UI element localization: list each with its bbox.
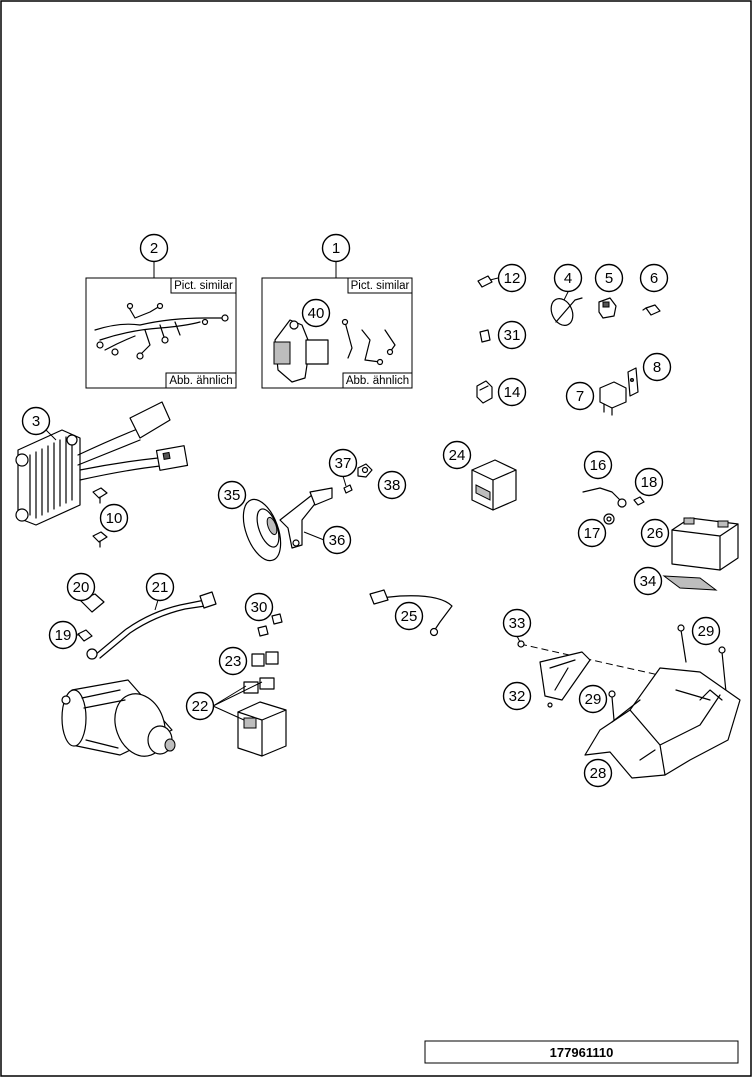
inset-left-note-top: Pict. similar <box>174 280 233 292</box>
svg-text:38: 38 <box>384 477 401 494</box>
callout-31: 31 <box>497 320 527 350</box>
inset-right-note-bottom: Abb. ähnlich <box>346 375 409 387</box>
svg-text:8: 8 <box>653 359 661 376</box>
svg-text:4: 4 <box>564 270 572 287</box>
document-number-box: 177961110 <box>424 1040 739 1064</box>
svg-text:7: 7 <box>576 388 584 405</box>
svg-text:26: 26 <box>647 525 664 542</box>
svg-text:36: 36 <box>329 532 346 549</box>
screw-10 <box>92 487 108 548</box>
document-number: 177961110 <box>550 1045 614 1060</box>
svg-text:19: 19 <box>55 627 72 644</box>
callout-20: 20 <box>66 572 96 602</box>
callout-5: 5 <box>594 263 624 293</box>
callout-26: 26 <box>640 518 670 548</box>
callout-6: 6 <box>639 263 669 293</box>
callout-37: 37 <box>328 448 358 487</box>
svg-text:30: 30 <box>251 599 268 616</box>
callout-2: 2 <box>139 233 169 278</box>
callout-10: 10 <box>99 503 129 533</box>
svg-text:35: 35 <box>224 487 241 504</box>
callout-16: 16 <box>583 450 613 480</box>
callout-1: 1 <box>321 233 351 278</box>
starter-relay-fuses <box>237 613 287 757</box>
inset-right-note-top: Pict. similar <box>351 280 410 292</box>
svg-text:16: 16 <box>590 457 607 474</box>
svg-text:31: 31 <box>504 327 521 344</box>
callout-30: 30 <box>244 592 274 622</box>
callout-14: 14 <box>497 377 527 407</box>
svg-text:5: 5 <box>605 270 613 287</box>
svg-text:29: 29 <box>698 623 715 640</box>
svg-text:12: 12 <box>504 270 521 287</box>
sensor-bracket-drawing <box>273 318 396 383</box>
svg-text:34: 34 <box>640 573 657 590</box>
svg-text:32: 32 <box>509 688 526 705</box>
callout-17: 17 <box>577 518 607 548</box>
starter-motor <box>61 679 176 757</box>
callout-18: 18 <box>634 467 664 497</box>
battery-cable-25 <box>369 589 453 637</box>
svg-text:29: 29 <box>585 691 602 708</box>
regulator-rectifier <box>15 401 189 526</box>
callout-35: 35 <box>217 480 247 510</box>
misc-small-parts <box>550 297 661 326</box>
svg-text:40: 40 <box>308 305 325 322</box>
svg-text:1: 1 <box>332 240 340 257</box>
svg-text:14: 14 <box>504 384 521 401</box>
inset-left-note-bottom: Abb. ähnlich <box>169 375 232 387</box>
callout-34: 34 <box>633 566 663 596</box>
callout-36: 36 <box>303 525 352 555</box>
callout-25: 25 <box>394 601 424 631</box>
callout-23: 23 <box>218 646 248 676</box>
callout-32: 32 <box>502 681 532 711</box>
battery-holder-assembly <box>517 624 741 779</box>
svg-text:18: 18 <box>641 474 658 491</box>
svg-text:22: 22 <box>192 698 209 715</box>
callout-22: 22 <box>185 681 263 721</box>
callout-4: 4 <box>553 263 583 301</box>
horn-assembly <box>242 463 373 562</box>
battery-26 <box>671 517 739 571</box>
svg-text:24: 24 <box>449 447 466 464</box>
ground-cable <box>582 487 645 525</box>
callout-7: 7 <box>565 381 595 411</box>
callout-38: 38 <box>377 470 407 500</box>
inset-sensor-harness: Pict. similar Abb. ähnlich <box>261 277 413 389</box>
svg-text:6: 6 <box>650 270 658 287</box>
svg-text:33: 33 <box>509 615 526 632</box>
fuse-box-24 <box>471 459 517 511</box>
callout-28: 28 <box>583 758 613 788</box>
callout-19: 19 <box>48 620 80 650</box>
svg-text:20: 20 <box>73 579 90 596</box>
svg-text:28: 28 <box>590 765 607 782</box>
callout-12: 12 <box>489 263 527 293</box>
svg-text:3: 3 <box>32 413 40 430</box>
svg-text:10: 10 <box>106 510 123 527</box>
svg-text:37: 37 <box>335 455 352 472</box>
small-connectors <box>476 275 493 404</box>
svg-text:2: 2 <box>150 240 158 257</box>
callout-29-top: 29 <box>691 616 721 646</box>
wiring-harness-drawing <box>94 302 229 360</box>
svg-text:25: 25 <box>401 608 418 625</box>
svg-text:23: 23 <box>225 653 242 670</box>
callout-33: 33 <box>502 608 532 643</box>
relay-and-bracket <box>599 367 639 416</box>
callout-8: 8 <box>642 352 672 382</box>
pad-34 <box>662 575 718 591</box>
callout-21: 21 <box>145 572 175 611</box>
callout-29-bottom: 29 <box>578 684 608 714</box>
starter-cable <box>77 591 217 660</box>
callout-3: 3 <box>21 406 57 441</box>
svg-text:21: 21 <box>152 579 169 596</box>
callout-24: 24 <box>442 440 472 470</box>
svg-text:17: 17 <box>584 525 601 542</box>
inset-wiring-harness: Pict. similar Abb. ähnlich <box>85 277 237 389</box>
callout-40: 40 <box>301 298 331 328</box>
